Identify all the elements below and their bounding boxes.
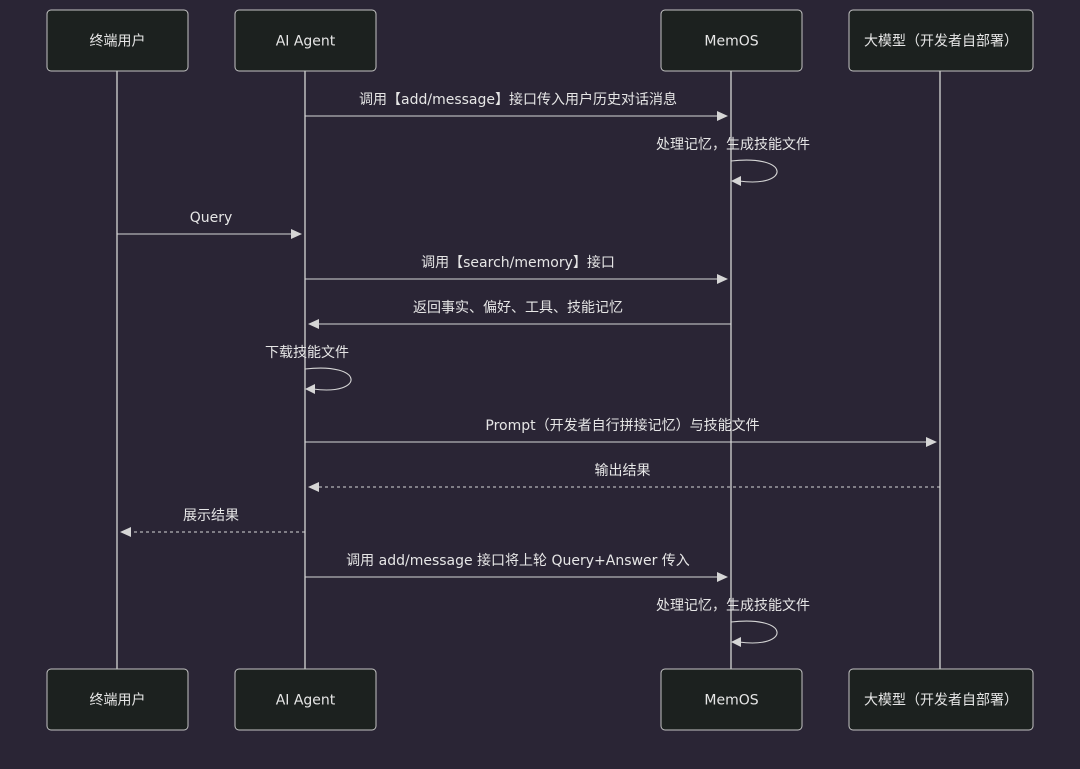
participant-label: 终端用户	[90, 692, 146, 709]
message-label: 展示结果	[183, 508, 239, 524]
message-9: 展示结果	[120, 508, 305, 537]
participant-agent-top: AI Agent	[234, 9, 377, 72]
message-4: 调用【search/memory】接口	[305, 254, 728, 284]
participant-memos-bottom: MemOS	[660, 668, 803, 731]
arrowhead	[308, 482, 319, 492]
message-8: 输出结果	[308, 463, 940, 492]
message-label: 调用【search/memory】接口	[421, 254, 615, 271]
message-11: 处理记忆，生成技能文件	[656, 598, 810, 647]
message-label: 处理记忆，生成技能文件	[656, 598, 810, 614]
self-loop-arrow	[730, 620, 778, 644]
participant-llm-bottom: 大模型（开发者自部署）	[848, 668, 1034, 731]
participant-llm-top: 大模型（开发者自部署）	[848, 9, 1034, 72]
arrowhead	[717, 572, 728, 582]
participant-user-top: 终端用户	[46, 9, 189, 72]
arrowhead	[120, 527, 131, 537]
arrowhead	[731, 637, 741, 647]
arrowhead	[308, 319, 319, 329]
participant-label: MemOS	[704, 693, 758, 709]
message-6: 下载技能文件	[265, 345, 352, 394]
message-label: Query	[190, 210, 233, 226]
message-label: 输出结果	[595, 463, 651, 479]
arrowhead	[731, 176, 741, 186]
participant-user-bottom: 终端用户	[46, 668, 189, 731]
message-2: 处理记忆，生成技能文件	[656, 137, 810, 186]
message-3: Query	[117, 210, 302, 239]
arrowhead	[717, 111, 728, 121]
participant-label: 终端用户	[90, 33, 146, 50]
self-loop-arrow	[730, 159, 778, 183]
participant-label: AI Agent	[276, 693, 336, 709]
message-label: 下载技能文件	[265, 345, 349, 361]
participant-label: AI Agent	[276, 34, 336, 50]
message-5: 返回事实、偏好、工具、技能记忆	[308, 300, 731, 329]
participant-label: MemOS	[704, 34, 758, 50]
participant-agent-bottom: AI Agent	[234, 668, 377, 731]
message-label: 调用【add/message】接口传入用户历史对话消息	[359, 91, 677, 108]
participant-memos-top: MemOS	[660, 9, 803, 72]
message-label: 返回事实、偏好、工具、技能记忆	[413, 300, 623, 316]
arrowhead	[926, 437, 937, 447]
message-7: Prompt（开发者自行拼接记忆）与技能文件	[305, 417, 937, 447]
participant-label: 大模型（开发者自部署）	[864, 34, 1018, 50]
arrowhead	[291, 229, 302, 239]
arrowhead	[717, 274, 728, 284]
message-label: Prompt（开发者自行拼接记忆）与技能文件	[485, 417, 759, 434]
message-10: 调用 add/message 接口将上轮 Query+Answer 传入	[305, 552, 728, 582]
participant-label: 大模型（开发者自部署）	[864, 693, 1018, 709]
arrowhead	[305, 384, 315, 394]
message-1: 调用【add/message】接口传入用户历史对话消息	[305, 91, 728, 121]
self-loop-arrow	[304, 367, 352, 391]
message-label: 处理记忆，生成技能文件	[656, 137, 810, 153]
message-label: 调用 add/message 接口将上轮 Query+Answer 传入	[346, 552, 690, 569]
